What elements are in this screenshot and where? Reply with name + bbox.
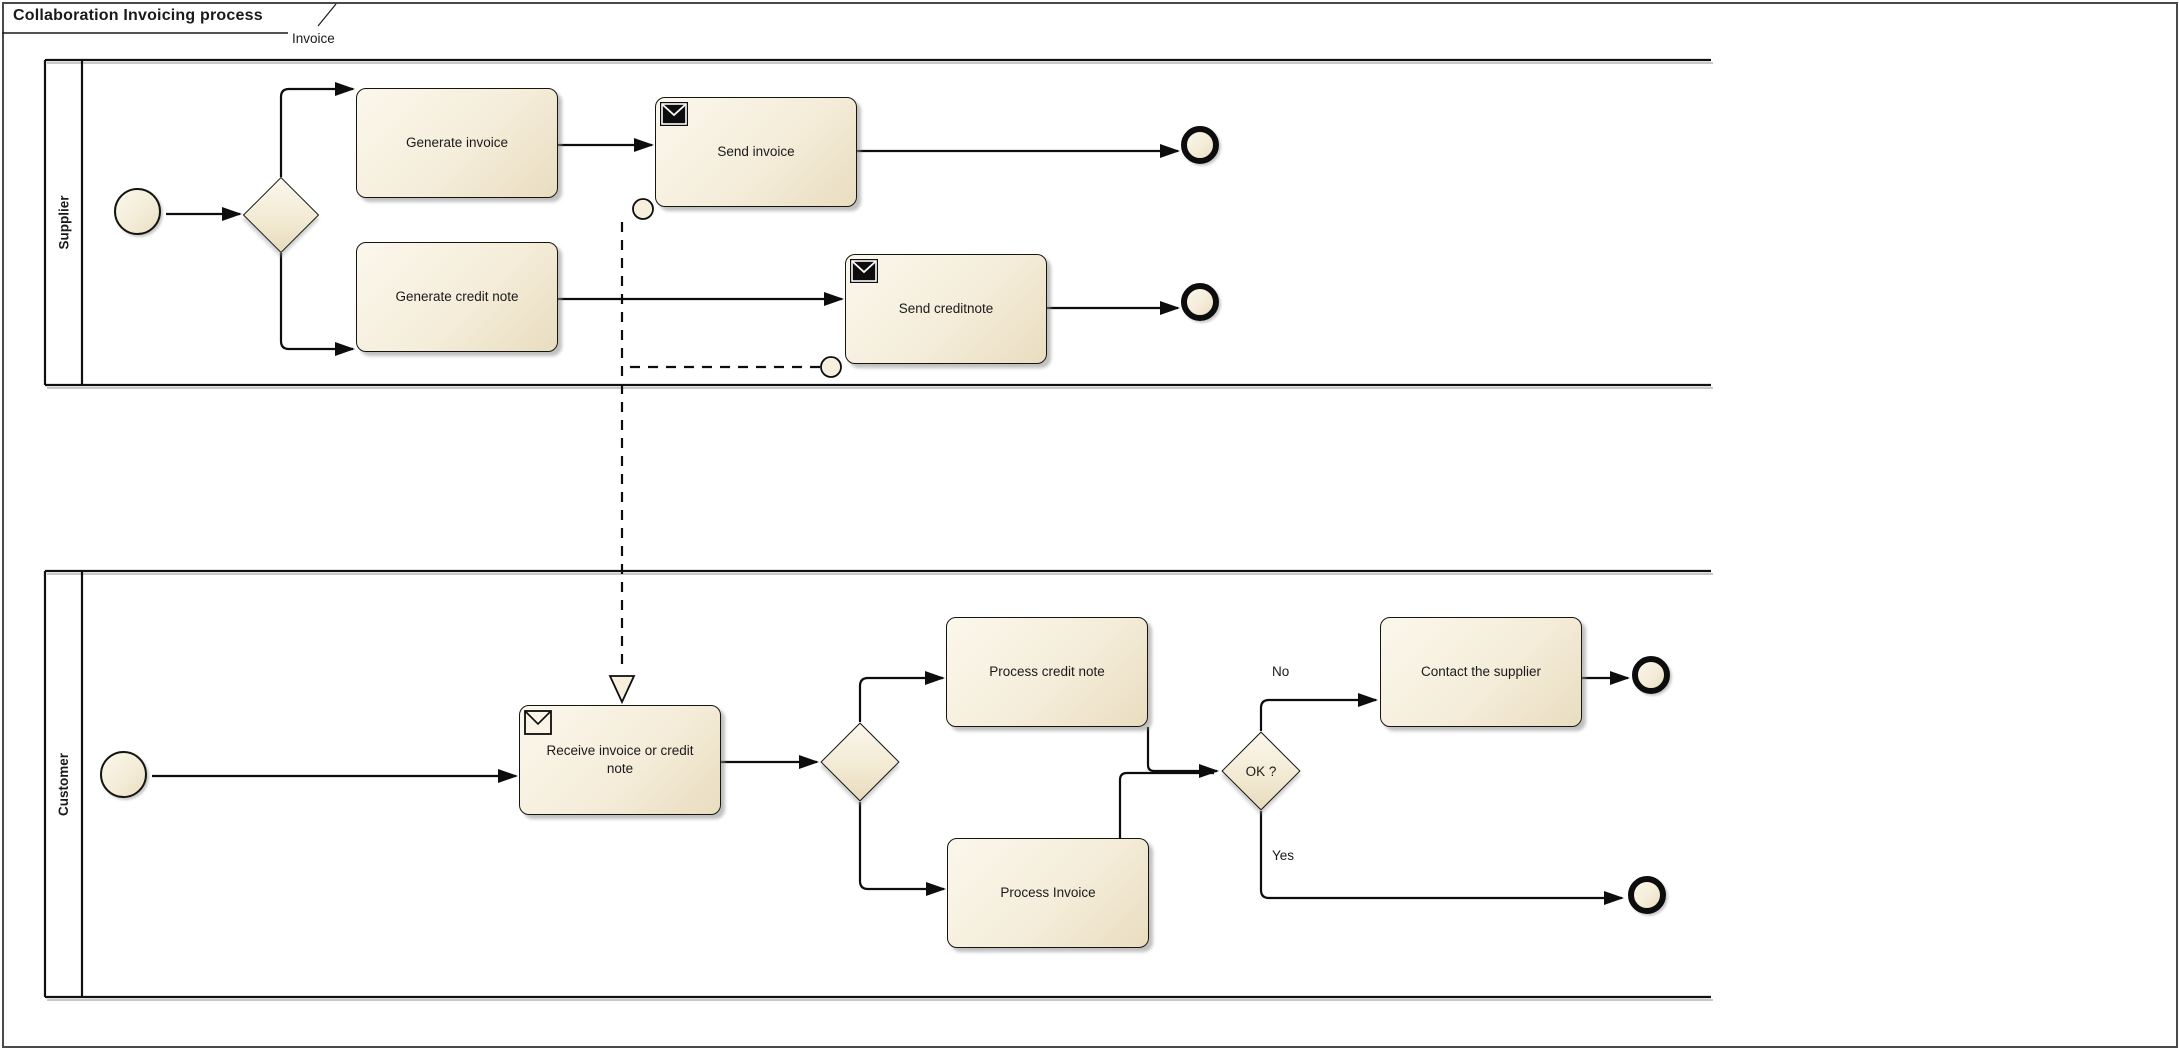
flow-gateway-to-generate-invoice (279, 82, 355, 177)
flow-label-no: No (1272, 664, 1290, 679)
task-receive-invoice-or-credit-note[interactable]: Receive invoice or credit note (519, 705, 721, 815)
lane-label-supplier: Supplier (56, 195, 72, 250)
end-event-invoice-processed[interactable] (1628, 876, 1666, 914)
flow-ok-yes-to-end (1259, 811, 1624, 905)
ok-gateway-label: OK ? (1245, 763, 1277, 779)
task-label: Process Invoice (1000, 884, 1096, 900)
task-generate-invoice[interactable]: Generate invoice (356, 88, 558, 198)
supplier-pool (43, 58, 1711, 387)
flow-gateway-to-process-credit-note (858, 671, 945, 722)
task-send-invoice[interactable]: Send invoice (655, 97, 857, 207)
title-tab-outline (2, 3, 337, 34)
diagram-title: Collaboration Invoicing process (13, 7, 263, 24)
flow-label-yes: Yes (1272, 848, 1295, 863)
message-flow-open-arrowhead (608, 675, 636, 705)
task-label: Send creditnote (898, 300, 994, 316)
flow-gateway-to-generate-credit-note (279, 253, 355, 356)
task-process-credit-note[interactable]: Process credit note (946, 617, 1148, 727)
end-event-invoice-sent[interactable] (1181, 126, 1219, 164)
end-event-creditnote-sent[interactable] (1181, 283, 1219, 321)
message-receive-icon (524, 710, 552, 735)
task-contact-the-supplier[interactable]: Contact the supplier (1380, 617, 1582, 727)
flow-gateway-to-process-invoice (858, 802, 946, 896)
flow-ok-no-to-contact-supplier (1259, 693, 1378, 731)
task-process-invoice[interactable]: Process Invoice (947, 838, 1149, 948)
flow-process-credit-note-to-ok (1146, 727, 1219, 778)
task-label: Generate credit note (395, 288, 519, 304)
message-send-icon (850, 259, 878, 283)
task-label: Process credit note (989, 663, 1105, 679)
message-send-icon (660, 102, 688, 126)
pool-shadows (47, 62, 1713, 1001)
task-generate-credit-note[interactable]: Generate credit note (356, 242, 558, 352)
start-event-customer[interactable] (100, 751, 147, 798)
task-send-creditnote[interactable]: Send creditnote (845, 254, 1047, 364)
frame-invoice-label: Invoice (290, 31, 337, 46)
customer-pool (43, 569, 1711, 999)
task-label: Contact the supplier (1420, 663, 1542, 679)
task-label: Receive invoice or credit note (546, 742, 694, 776)
task-label: Generate invoice (405, 134, 509, 150)
message-flow-source-dot-invoice (632, 198, 654, 220)
task-label: Send invoice (717, 143, 795, 159)
lane-label-customer: Customer (56, 752, 72, 816)
start-event-supplier[interactable] (114, 188, 161, 235)
end-event-contacted-supplier[interactable] (1632, 656, 1670, 694)
flow-process-invoice-to-ok (1118, 771, 1214, 838)
message-flow-source-dot-creditnote (820, 356, 842, 378)
